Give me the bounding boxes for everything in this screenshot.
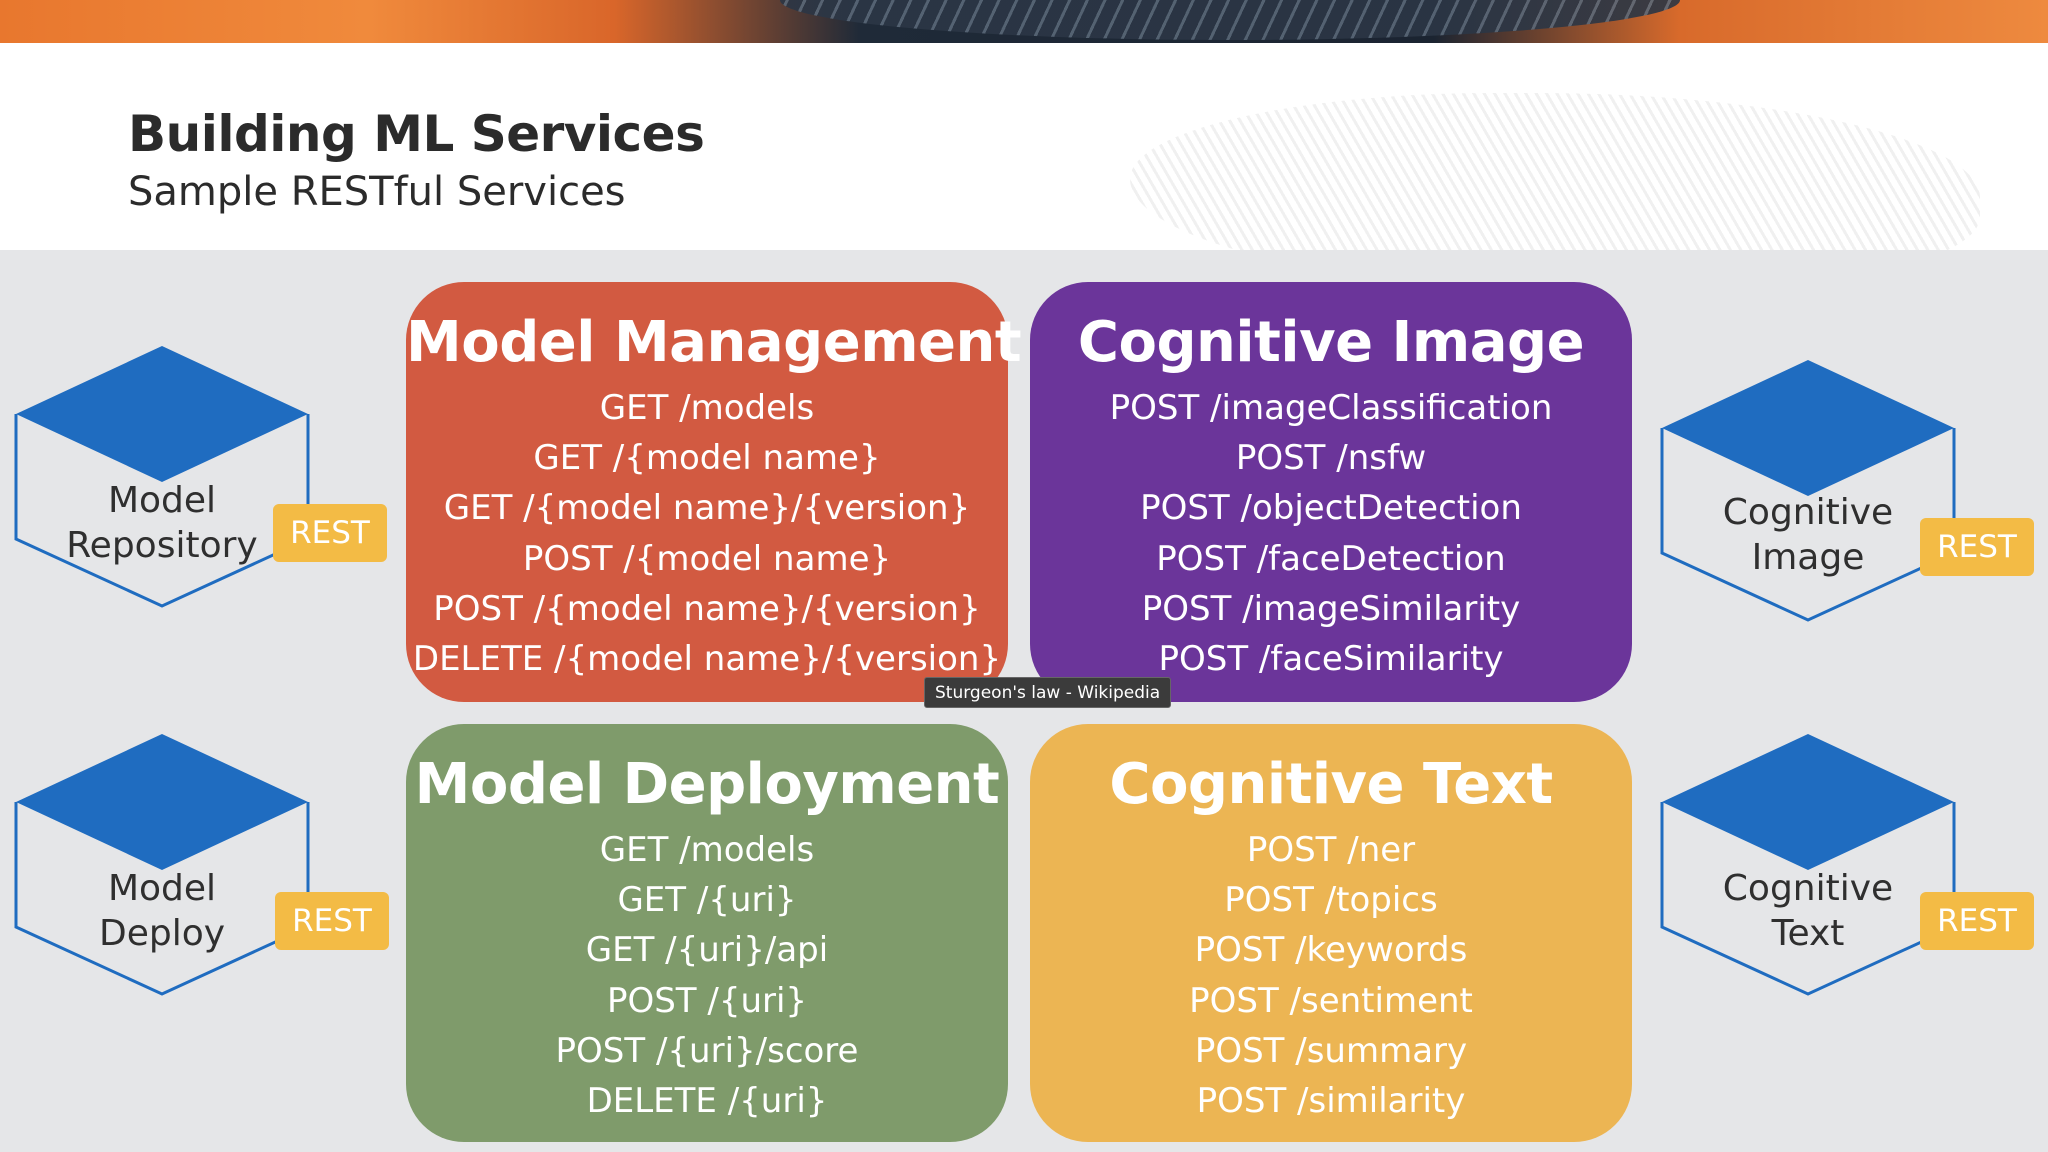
cognitive-text-label: Cognitive Text [1688, 866, 1928, 956]
cognitive-image-cube-icon [1660, 360, 1956, 622]
endpoint: POST /sentiment [1189, 980, 1473, 1021]
model-deploy-label: Model Deploy [42, 866, 282, 956]
endpoint: POST /similarity [1196, 1081, 1466, 1122]
model-deploy-cube-icon [14, 734, 310, 996]
cognitive-image-title: Cognitive Image [1077, 310, 1585, 375]
endpoint: POST /{model name} [522, 538, 892, 579]
cognitive-text-box: Cognitive Text POST /ner POST /topics PO… [1030, 724, 1632, 1142]
cognitive-image-rest-badge: REST [1920, 518, 2034, 576]
top-banner-image [0, 0, 2048, 43]
cognitive-image-box: Cognitive Image POST /imageClassificatio… [1030, 282, 1632, 702]
link-tooltip: Sturgeon's law - Wikipedia [924, 677, 1172, 708]
endpoint: POST /topics [1224, 880, 1438, 921]
model-management-box: Model Management GET /models GET /{model… [406, 282, 1022, 702]
header-texture [1130, 93, 1980, 250]
cognitive-text-rest-badge: REST [1920, 892, 2034, 950]
endpoint: DELETE /{uri} [586, 1081, 828, 1122]
model-repository-label-line1: Model [107, 480, 217, 521]
endpoint: GET /{uri} [617, 880, 797, 921]
cognitive-text-cube-icon [1660, 734, 1956, 996]
endpoint: GET /models [599, 830, 815, 870]
endpoint: POST /{model name}/{version} [433, 588, 981, 629]
model-repository-rest-badge: REST [273, 504, 387, 562]
model-deploy-label-line2: Deploy [98, 913, 226, 954]
slide-header: Building ML Services Sample RESTful Serv… [0, 43, 2048, 250]
endpoint: POST /keywords [1194, 930, 1468, 971]
model-deploy-rest-badge: REST [275, 892, 389, 950]
model-deploy-label-line1: Model [107, 868, 217, 909]
model-deployment-box: Model Deployment GET /models GET /{uri} … [406, 724, 1008, 1142]
endpoint: POST /faceDetection [1156, 538, 1506, 579]
endpoint: POST /imageClassification [1109, 388, 1553, 428]
endpoint: POST /ner [1246, 830, 1416, 870]
endpoint: POST /faceSimilarity [1158, 639, 1504, 680]
cognitive-text-label-line1: Cognitive [1722, 868, 1894, 909]
endpoint: POST /{uri}/score [555, 1030, 859, 1071]
cognitive-text-title: Cognitive Text [1109, 752, 1553, 817]
endpoint: DELETE /{model name}/{version} [412, 639, 1002, 680]
endpoint: GET /{uri}/api [585, 930, 829, 971]
cognitive-text-label-line2: Text [1771, 913, 1845, 954]
endpoint: POST /summary [1194, 1030, 1468, 1071]
endpoint: POST /imageSimilarity [1141, 588, 1521, 629]
banner-texture [780, 0, 1680, 40]
endpoint: GET /models [599, 388, 815, 428]
endpoint: GET /{model name}/{version} [443, 488, 971, 529]
endpoint: POST /nsfw [1235, 438, 1427, 479]
cognitive-image-label: Cognitive Image [1688, 490, 1928, 580]
slide-subtitle: Sample RESTful Services [128, 169, 626, 215]
model-deployment-title: Model Deployment [414, 752, 1000, 817]
cognitive-image-label-line1: Cognitive [1722, 492, 1894, 533]
model-repository-label: Model Repository [42, 478, 282, 568]
endpoint: POST /objectDetection [1140, 488, 1522, 529]
model-repository-cube-icon [14, 346, 310, 608]
cognitive-image-label-line2: Image [1751, 537, 1865, 578]
endpoint: GET /{model name} [533, 438, 881, 479]
model-repository-label-line2: Repository [66, 525, 258, 566]
endpoint: POST /{uri} [606, 980, 808, 1021]
model-management-title: Model Management [406, 310, 1022, 375]
slide-title: Building ML Services [128, 105, 705, 163]
